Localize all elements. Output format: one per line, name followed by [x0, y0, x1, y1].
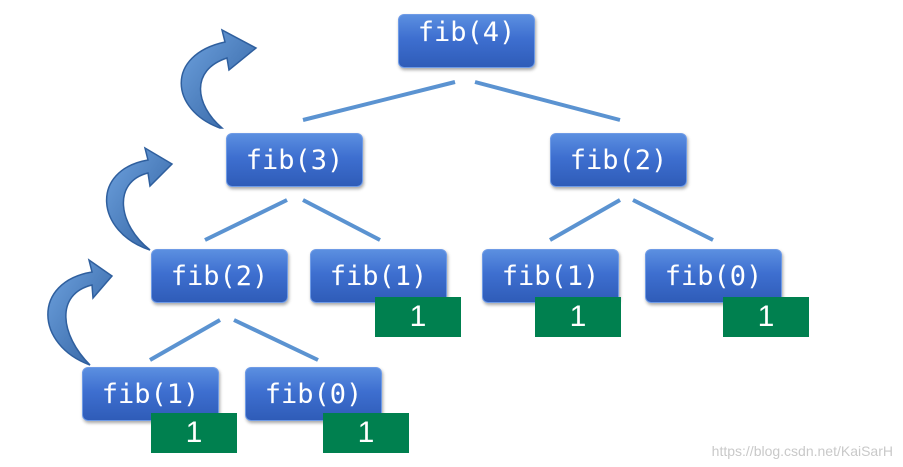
node-fib1-right: fib(1) — [482, 249, 619, 303]
edge-fib3-fib1 — [302, 198, 381, 242]
edge-fib2left-fib0 — [233, 318, 319, 362]
node-fib4: fib(4) — [398, 14, 535, 68]
node-fib1-bottom: fib(1) — [82, 367, 219, 421]
node-fib2-right: fib(2) — [550, 133, 687, 187]
node-fib2-left: fib(2) — [151, 249, 288, 303]
curved-arrow-icon — [180, 28, 258, 129]
curved-arrow-icon — [105, 146, 174, 251]
node-fib1-mid: fib(1) — [310, 249, 447, 303]
curved-arrow-icon — [47, 258, 114, 366]
edge-fib2left-fib1 — [149, 318, 221, 362]
edge-fib3-fib2 — [204, 198, 288, 242]
edge-fib4-fib2 — [474, 80, 621, 122]
edge-fib4-fib3 — [302, 80, 456, 122]
result-fib0-bottom: 1 — [323, 413, 409, 453]
result-fib0-right: 1 — [723, 297, 809, 337]
watermark: https://blog.csdn.net/KaiSarH — [711, 443, 893, 459]
edge-fib2-fib0 — [632, 198, 714, 242]
result-fib1-mid: 1 — [375, 297, 461, 337]
node-fib0-bottom: fib(0) — [245, 367, 382, 421]
edge-fib2-fib1 — [549, 198, 621, 242]
node-fib3: fib(3) — [226, 133, 363, 187]
result-fib1-bottom: 1 — [151, 413, 237, 453]
node-fib0-right: fib(0) — [645, 249, 782, 303]
result-fib1-right: 1 — [535, 297, 621, 337]
